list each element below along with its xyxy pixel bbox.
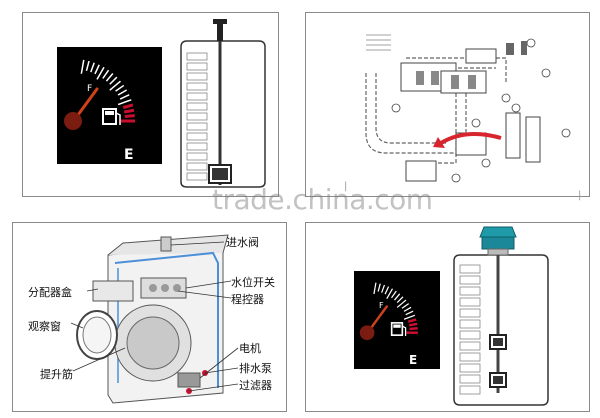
gauge-tick [90, 62, 95, 73]
tank-scale-row [459, 308, 481, 318]
tank-scale-row [186, 112, 208, 121]
tank-scale-row [459, 286, 481, 296]
tank-scale-row [459, 352, 481, 362]
gauge2-full-mark: F [379, 301, 384, 310]
tank-scale-row [186, 52, 208, 61]
tank-scale-row [186, 62, 208, 71]
callout-circle [451, 173, 461, 183]
label-dispenser-box: 分配器盒 [28, 286, 72, 299]
callout-circle [541, 68, 551, 78]
gauge-tick [117, 99, 132, 106]
label-programmer: 程控器 [231, 293, 264, 306]
fuel-gauge-dial-2 [359, 282, 418, 341]
tank-scale-row [186, 72, 208, 81]
gauge-tick [396, 299, 407, 308]
gauge-full-mark: F [87, 84, 93, 94]
panel-washing-machine: 进水阀 水位开关 程控器 分配器盒 观察窗 电机 排水泵 提升筋 过滤器 [12, 222, 287, 412]
label-drain-pump: 排水泵 [239, 362, 272, 375]
callout-circle [481, 158, 491, 168]
gauge-tick [409, 327, 418, 331]
gauge-tick [396, 296, 404, 304]
tank-scale-row [186, 102, 208, 111]
piping-schematic [365, 34, 571, 183]
gauge-tick [391, 290, 397, 299]
washing-machine-cutaway [70, 234, 239, 404]
tank-scale-row [459, 363, 481, 373]
label-motor: 电机 [239, 342, 261, 355]
gauge-tick [123, 108, 135, 114]
gauge-tick [85, 60, 90, 71]
callout-circle [391, 103, 401, 113]
panel-piping-schematic: | [305, 12, 590, 197]
tank-scale-row [186, 152, 208, 161]
gauge2-empty-mark: E [409, 353, 418, 367]
callout-circle [501, 93, 511, 103]
panel-fuel-gauge-tank: F E [22, 12, 279, 197]
callout-circle [561, 128, 571, 138]
fuel-gauge-2: F E [354, 271, 440, 369]
fuel-pump-icon [102, 108, 121, 125]
gauge-tick [109, 76, 118, 85]
gauge-tick [124, 114, 135, 118]
label-filter: 过滤器 [239, 379, 272, 392]
fragment-glyph-left: | [344, 181, 348, 192]
gauge-tick [403, 314, 416, 320]
gauge-tick [109, 80, 121, 91]
watermark-text: trade.china.com [212, 183, 433, 216]
gauge-tick [119, 94, 130, 100]
gauge-hub [64, 112, 82, 130]
callout-circle [471, 118, 481, 128]
gauge-tick [407, 318, 417, 323]
fragment-glyph-right: | [578, 190, 582, 201]
gauge-tick [117, 89, 128, 96]
tank-sensor-diagram [180, 19, 266, 188]
gauge-tick [408, 322, 418, 327]
tank-scale-row [186, 82, 208, 91]
gauge-tick [405, 310, 414, 316]
label-window: 观察窗 [28, 320, 61, 333]
tank-scale-row [459, 341, 481, 351]
tank-scale-row [186, 142, 208, 151]
gauge-tick [373, 282, 377, 295]
tank-scale-row [186, 172, 208, 181]
gauge-tick [122, 103, 134, 109]
label-inlet-valve: 进水阀 [226, 236, 259, 249]
gauge-empty-mark: E [124, 147, 134, 163]
callout-circle [526, 38, 536, 48]
panel-fuel-gauge-sensor: F E [305, 222, 590, 412]
gauge-tick [401, 303, 410, 309]
gauge-tick [386, 288, 394, 299]
tank-scale-row [186, 132, 208, 141]
gauge-tick [115, 84, 125, 92]
tank-scale-row [186, 92, 208, 101]
gauge-tick [105, 73, 114, 82]
gauge-tick [394, 293, 401, 301]
callout-circle [511, 103, 521, 113]
tank-scale-row [459, 374, 481, 384]
gauge-tick [80, 59, 85, 74]
fuel-pump-icon-2 [390, 322, 407, 336]
gauge-tick [381, 284, 386, 293]
tank-scale-row [459, 319, 481, 329]
tank-scale-row [186, 162, 208, 171]
gauge-tick [96, 66, 105, 80]
fuel-gauge: F E [57, 47, 162, 164]
tank-scale-row [459, 275, 481, 285]
gauge-needle [73, 87, 99, 121]
gauge-tick [102, 69, 110, 79]
gauge-tick [403, 306, 412, 312]
tank-scale-row [459, 330, 481, 340]
tank-scale-row [459, 264, 481, 274]
gauge-tick [384, 286, 390, 295]
sensor-junction-diagram [453, 226, 549, 406]
tank-scale-row [459, 385, 481, 395]
tank-scale-row [459, 297, 481, 307]
gauge-tick [377, 283, 381, 292]
label-lifter: 提升筋 [40, 368, 73, 381]
fuel-gauge-dial [64, 59, 135, 130]
gauge-tick [94, 64, 100, 75]
label-water-level-switch: 水位开关 [231, 276, 275, 289]
tank-scale-row [186, 122, 208, 131]
